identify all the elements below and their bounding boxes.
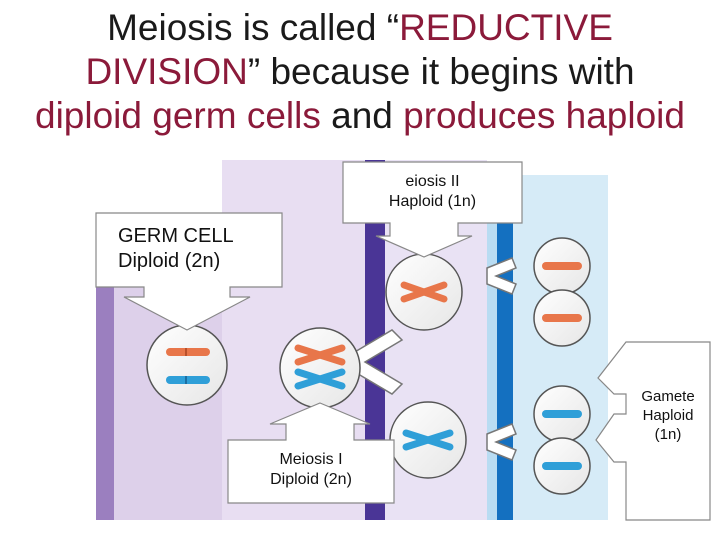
callout-meiosis-ii	[342, 161, 523, 258]
gamete-cell-3	[533, 385, 591, 443]
gamete-cells	[533, 237, 591, 495]
meiosis-ii-label: eiosis II Haploid (1n)	[343, 172, 522, 212]
band-blue-darkline	[497, 175, 513, 520]
slide-title: Meiosis is called “REDUCTIVE DIVISION” b…	[0, 6, 720, 138]
gamete-cell-4	[533, 437, 591, 495]
meiosis-ii-label-line2: Haploid (1n)	[388, 193, 477, 210]
title-text-1: Meiosis is called “	[107, 7, 400, 48]
branch-arrows	[347, 257, 517, 461]
title-text-2: ” because it begins with	[247, 51, 635, 92]
title-text-3: and	[320, 95, 404, 136]
meiosis-ii-label-line1: eiosis II	[405, 173, 460, 190]
title-highlight-diploid: diploid germ cells	[35, 95, 321, 136]
callout-germ-cell	[95, 212, 283, 331]
callout-gamete	[595, 341, 711, 521]
title-highlight-haploid: produces haploid	[403, 95, 685, 136]
germ-cell	[146, 324, 228, 406]
meiosis-i-label-line1: Meiosis I	[279, 451, 343, 468]
gamete-cell-2	[533, 289, 591, 347]
gamete-label-line1: Gamete	[641, 388, 695, 405]
gamete-label-line2: Haploid	[642, 406, 694, 424]
germ-cell-label-line2: Diploid (2n)	[118, 250, 221, 272]
title-highlight-reductive: REDUCTIVE	[399, 7, 613, 48]
meiosis-ii-cell-top	[385, 253, 463, 331]
title-line-2: DIVISION” because it begins with	[0, 50, 720, 94]
title-line-3: diploid germ cells and produces haploid	[0, 94, 720, 138]
gamete-label: Gamete Haploid (1n)	[626, 388, 710, 444]
meiosis-ii-cell-bottom	[389, 401, 467, 479]
band-blue-left	[487, 175, 497, 520]
band-left-purple-dark	[96, 230, 114, 520]
germ-cell-label-line1: GERM CELL	[118, 225, 234, 247]
meiosis-i-label: Meiosis I Diploid (2n)	[228, 450, 394, 490]
gamete-label-line3: (1n)	[654, 425, 682, 443]
meiosis-i-label-line2: Diploid (2n)	[270, 471, 352, 488]
germ-cell-label: GERM CELL Diploid (2n)	[118, 224, 234, 274]
gamete-cell-1	[533, 237, 591, 295]
title-line-1: Meiosis is called “REDUCTIVE	[0, 6, 720, 50]
title-highlight-division: DIVISION	[85, 51, 248, 92]
meiosis-i-cell	[279, 327, 361, 409]
callout-meiosis-i	[227, 402, 395, 504]
